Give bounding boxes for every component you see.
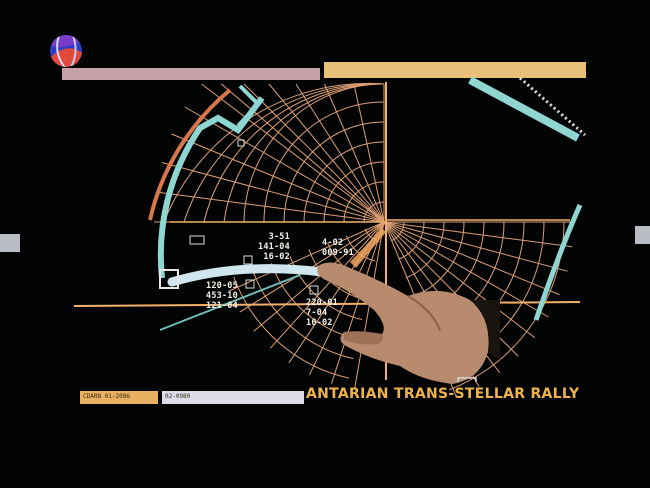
grid-spoke [383, 221, 568, 272]
grid-spoke [171, 133, 385, 223]
grid-spoke [383, 221, 573, 248]
grid-arc [203, 83, 385, 223]
footer-button-2-label: 02-0980 [165, 393, 191, 400]
header-bar-right[interactable] [324, 62, 586, 78]
grid-spoke [383, 221, 560, 296]
footer-button-2[interactable]: 02-0980 [162, 391, 304, 404]
hand-pointer [317, 262, 500, 384]
grid-spoke [295, 83, 385, 223]
grid-spoke [161, 161, 385, 223]
footer-button-1[interactable]: CDARN 01-2086 [80, 391, 158, 404]
grid-spoke [184, 106, 385, 223]
grid-arc [391, 221, 405, 242]
grid-spoke [243, 83, 385, 223]
grid-arc [283, 121, 385, 223]
left-edge-tab[interactable] [0, 234, 20, 252]
cyan-diagonal [159, 274, 301, 331]
footer-button-1-label: CDARN 01-2086 [83, 393, 130, 400]
grid-arc [233, 276, 350, 379]
cyan-track-top-right [468, 76, 580, 142]
grid-spoke [353, 83, 385, 223]
grid-spoke [201, 83, 385, 223]
grid-spoke [383, 221, 549, 318]
grid-arc [183, 83, 385, 223]
grid-arc [163, 82, 385, 223]
grid-arc [412, 221, 465, 298]
display-title: ANTARIAN TRANS-STELLAR RALLY [306, 386, 580, 402]
grid-spoke [155, 191, 385, 223]
grid-arc [303, 141, 385, 223]
grid-spoke [221, 83, 385, 223]
label-group-right: 4-02 009-91 [322, 238, 354, 258]
pointer-beam [350, 228, 386, 268]
node-markers [189, 139, 319, 295]
grid-spoke [268, 83, 385, 223]
grid-spoke [253, 221, 385, 332]
grid-arc [223, 83, 385, 223]
right-edge-tab[interactable] [635, 226, 650, 244]
label-group-bottom: 220-01 7-04 16-02 [306, 298, 338, 328]
cyan-track-right [533, 203, 583, 321]
outer-arc-orange [148, 88, 232, 221]
label-group-left: 120-05 453-10 121-04 [206, 281, 238, 311]
header-bar-left[interactable] [62, 68, 320, 80]
grid-spoke [269, 221, 385, 349]
selection-handle [159, 269, 179, 289]
grid-spoke [383, 221, 536, 339]
grid-spoke [324, 83, 385, 223]
label-group-top: 3-51 141-04 16-02 [258, 232, 290, 262]
grid-arc [252, 269, 354, 360]
selection-band [167, 264, 327, 287]
cyan-track-arc [157, 96, 265, 279]
grid-spoke [228, 221, 385, 292]
cyan-track-arc-top [236, 84, 261, 128]
